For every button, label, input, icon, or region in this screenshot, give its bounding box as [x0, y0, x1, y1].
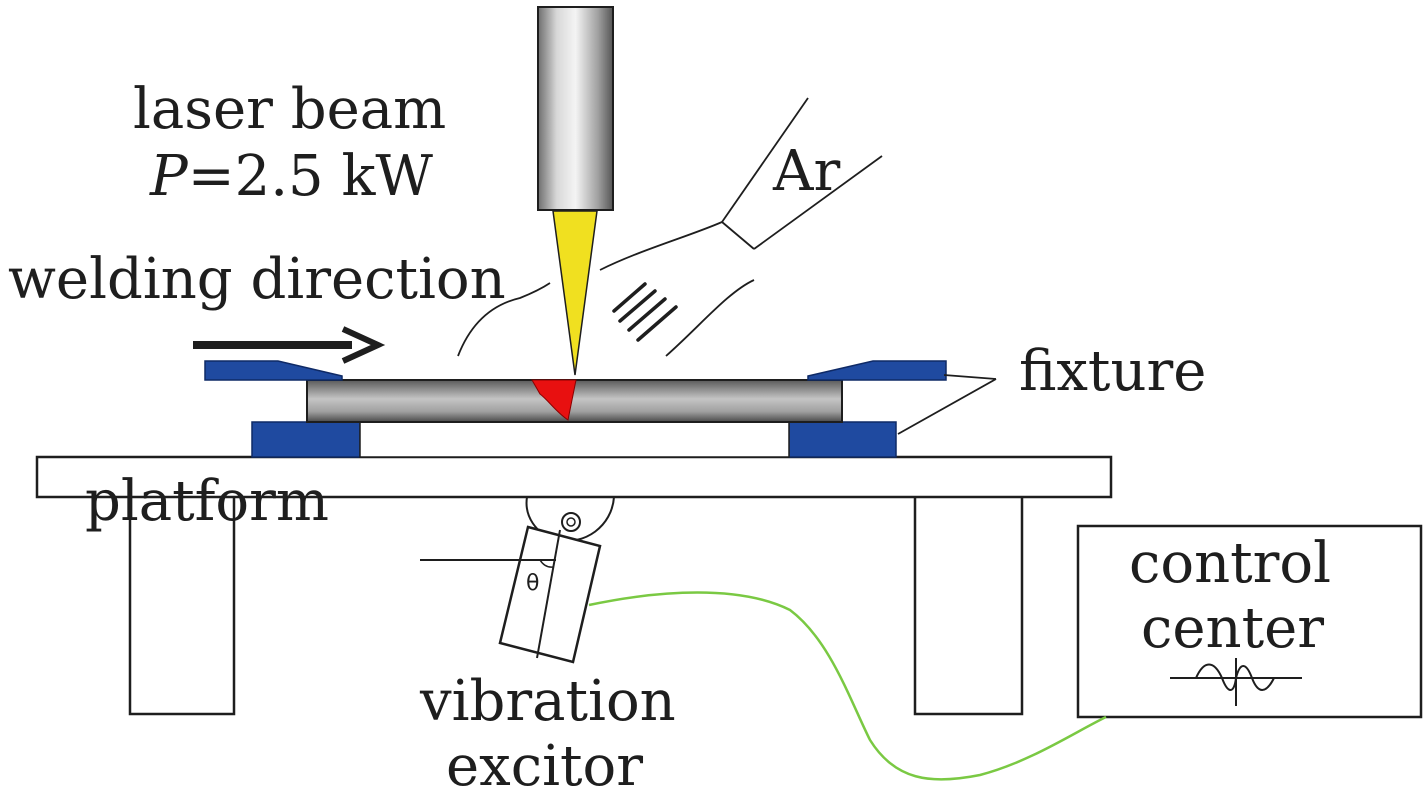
control-center-label-line1: control	[1129, 531, 1331, 596]
laser-beam-cone	[552, 210, 598, 376]
shielding-gas-nozzle	[457, 97, 883, 357]
laser-power-label: P=2.5 kW	[149, 144, 433, 209]
gas-label: Ar	[772, 139, 840, 204]
excitor-axis-line	[536, 529, 561, 659]
angle-label: θ	[526, 571, 539, 596]
workpiece-plate	[306, 379, 843, 423]
welding-direction-label: welding direction	[8, 247, 506, 312]
fixture-label: fixture	[1019, 339, 1206, 404]
signal-cable	[588, 591, 1107, 781]
vibration-excitor-label-line1: vibration	[419, 669, 676, 734]
platform-right-leg	[913, 497, 1024, 716]
vibration-excitor-label-line2: excitor	[446, 734, 643, 792]
platform-left-leg	[128, 497, 236, 716]
excitor-pivot-outer	[561, 512, 581, 532]
vibration-excitor: θ	[420, 496, 615, 664]
laser-beam-label: laser beam	[133, 77, 446, 142]
excitor-pivot-inner	[566, 517, 576, 527]
weld-pool	[531, 379, 577, 421]
waveform-icon	[1170, 658, 1302, 706]
fixture-block-right	[788, 421, 897, 458]
fixture-block-left	[251, 421, 361, 458]
gas-flow-lines	[612, 282, 678, 342]
fixture-leader-lower	[897, 378, 997, 435]
platform-label: platform	[85, 469, 329, 534]
fixture-clamp-left	[204, 360, 343, 381]
excitor-body	[498, 525, 602, 664]
angle-arc	[539, 559, 554, 568]
welding-direction-arrow	[193, 326, 386, 364]
fixture-gap	[359, 421, 790, 458]
power-value: =2.5 kW	[188, 144, 434, 209]
power-symbol: P	[149, 144, 189, 209]
fixture-leader-upper	[943, 374, 997, 380]
laser-head-barrel	[537, 6, 614, 211]
fixture-clamp-right	[807, 360, 947, 381]
control-center-label-line2: center	[1141, 596, 1324, 661]
control-center-box	[1076, 524, 1423, 719]
